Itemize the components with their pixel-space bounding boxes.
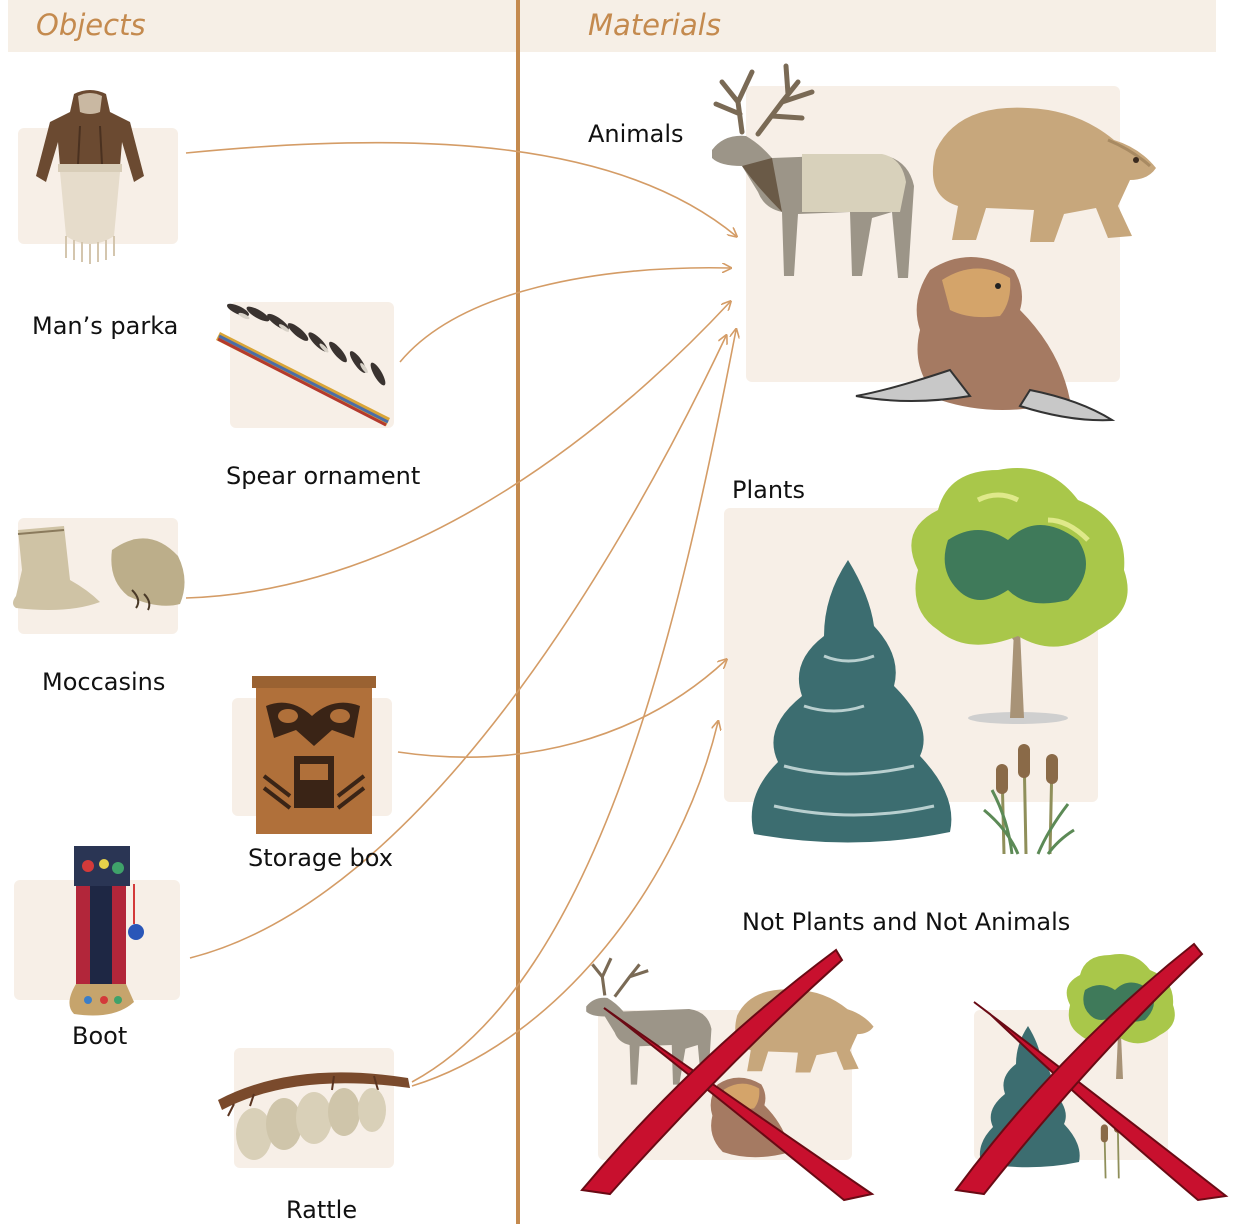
arrow-parka-to-animals bbox=[186, 143, 736, 236]
deciduous-tree-image bbox=[898, 460, 1138, 726]
arrow-spear-to-animals bbox=[400, 268, 730, 362]
seal-image bbox=[850, 250, 1116, 426]
plants-label: Plants bbox=[732, 476, 805, 504]
not-plants-not-animals-label: Not Plants and Not Animals bbox=[742, 908, 1070, 936]
boot-image bbox=[54, 844, 158, 1024]
bear-image bbox=[918, 96, 1162, 246]
rattle-label: Rattle bbox=[286, 1196, 357, 1224]
spear-ornament-label: Spear ornament bbox=[226, 462, 420, 490]
elk-image bbox=[702, 62, 922, 282]
cattails-image bbox=[978, 740, 1078, 856]
parka-image bbox=[30, 86, 150, 266]
moccasins-label: Moccasins bbox=[42, 668, 165, 696]
boot-label: Boot bbox=[72, 1022, 127, 1050]
parka-label: Man’s parka bbox=[32, 312, 178, 340]
arrow-box-to-plants bbox=[398, 660, 726, 757]
storage-box-image bbox=[250, 676, 378, 834]
objects-heading: Objects bbox=[36, 8, 146, 42]
materials-heading: Materials bbox=[588, 8, 721, 42]
column-divider bbox=[516, 0, 520, 1224]
rattle-image bbox=[214, 1054, 414, 1166]
spear-ornament-image bbox=[214, 292, 404, 432]
crossed-animals-image bbox=[576, 944, 884, 1202]
moccasins-image bbox=[8, 520, 194, 620]
animals-label: Animals bbox=[588, 120, 684, 148]
crossed-plants-image bbox=[950, 940, 1232, 1204]
storage-box-label: Storage box bbox=[248, 844, 393, 872]
